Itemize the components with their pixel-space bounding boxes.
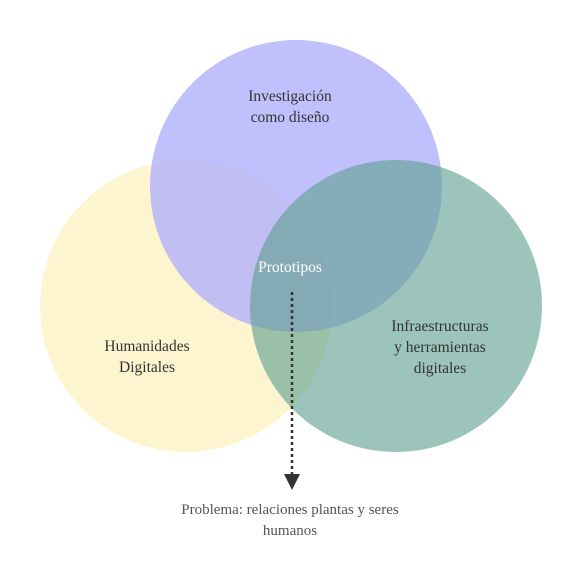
label-problema: Problema: relaciones plantas y seres hum… [181, 502, 399, 539]
label-humanidades-digitales: Humanidades Digitales [104, 338, 190, 376]
label-infraestructuras: Infraestructuras y herramientas digitale… [391, 318, 489, 377]
label-prototipos: Prototipos [258, 259, 322, 276]
label-investigacion-como-diseno: Investigación como diseño [248, 88, 332, 126]
arrow-head [284, 474, 300, 490]
circle-infraestructuras [250, 160, 542, 452]
